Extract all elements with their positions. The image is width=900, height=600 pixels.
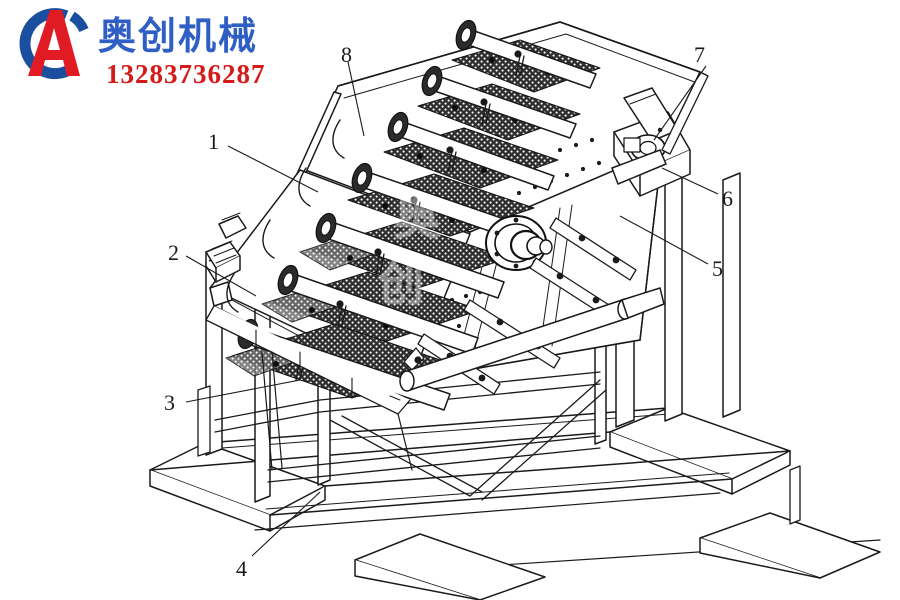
callout-7: 7 [694,42,705,67]
callout-5: 5 [712,256,723,281]
deck-lower-rails [205,305,413,471]
cross-shaft [399,287,665,392]
callout-6: 6 [722,186,733,211]
roller-link-arms [226,50,525,381]
aochuang-logo-icon [12,6,94,84]
callout-8: 8 [341,42,352,67]
diagonal-braces [197,371,801,525]
deck-end-bracket [205,212,247,283]
company-name: 奥创机械 [98,14,259,58]
callout-3: 3 [164,390,175,415]
base-frame-group [149,407,881,600]
callout-1: 1 [208,129,219,154]
callout-4: 4 [236,556,247,581]
branding-block: 奥创机械 13283736287 [8,4,278,96]
company-phone: 13283736287 [106,59,266,89]
callout-2: 2 [168,240,179,265]
drive-hub [485,215,553,271]
callout-leader-lines [185,61,719,557]
bearing-tension-head [611,87,691,197]
